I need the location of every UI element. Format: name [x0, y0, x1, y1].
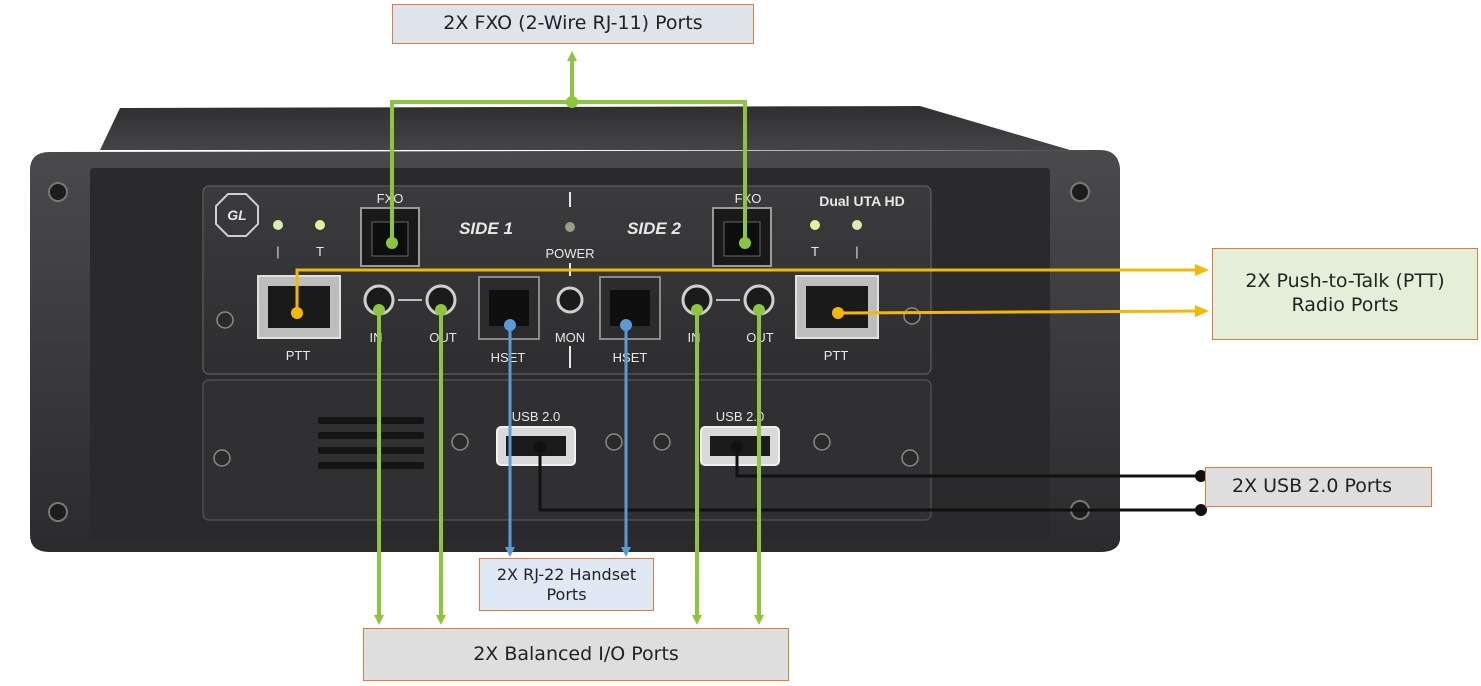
led-label: T	[316, 244, 324, 259]
led-indicator	[273, 220, 283, 230]
hset-label-right: HSET	[613, 350, 648, 365]
screw-icon	[216, 311, 234, 329]
jack-opening	[723, 221, 761, 257]
connection-dot	[435, 304, 447, 316]
ptt-callout-line2: Radio Ports	[1291, 294, 1399, 316]
jack-opening	[806, 286, 868, 328]
fxo-callout-text: 2X FXO (2-Wire RJ-11) Ports	[443, 12, 703, 35]
logo-text: GL	[227, 207, 246, 223]
fxo-line-left	[390, 100, 572, 243]
connection-dot	[753, 304, 765, 316]
side1-label: SIDE 1	[459, 219, 513, 238]
ptt-jack-right	[795, 275, 879, 339]
rj22-dots	[504, 319, 632, 331]
fxo-label-right: FXO	[735, 191, 762, 206]
usb-callout: 2X USB 2.0 Ports	[1205, 467, 1432, 507]
balanced-callout: 2X Balanced I/O Ports	[363, 628, 789, 681]
led-label: T	[811, 244, 819, 259]
connection-dot	[1195, 504, 1207, 516]
screw-icon	[901, 449, 919, 467]
balanced-dots	[373, 304, 765, 316]
screw-icon	[48, 502, 68, 522]
usb-line-left	[538, 447, 1201, 512]
screw-icon	[903, 307, 921, 325]
connection-dot	[1195, 470, 1207, 482]
ptt-dots	[291, 307, 844, 319]
ptt-connector	[295, 264, 1209, 318]
connection-dot	[731, 441, 743, 453]
vent-slot	[318, 417, 424, 424]
status-leds	[273, 220, 862, 232]
screw-icon	[48, 182, 68, 202]
connection-dot	[739, 237, 751, 249]
led-label: |	[276, 244, 279, 259]
connection-dot	[504, 319, 516, 331]
led-label: |	[855, 244, 858, 259]
connection-dot	[691, 304, 703, 316]
ptt-callout-line1: 2X Push-to-Talk (PTT)	[1245, 270, 1445, 293]
rj22-callout-line2: Ports	[546, 584, 587, 604]
mon-label: MON	[555, 330, 585, 345]
fxo-callout: 2X FXO (2-Wire RJ-11) Ports	[392, 4, 754, 44]
gl-logo: GL	[215, 193, 259, 237]
device-body: GL	[30, 106, 1120, 552]
connection-dot	[832, 307, 844, 319]
screw-icon	[451, 433, 469, 451]
power-label: POWER	[545, 246, 594, 261]
vent-slot	[318, 447, 424, 454]
led-indicator	[852, 220, 862, 230]
ptt-line-right	[837, 305, 1209, 318]
screw-icon	[605, 433, 623, 451]
led-indicator	[315, 220, 325, 230]
rj22-callout: 2X RJ-22 Handset Ports	[479, 558, 654, 611]
ptt-callout: 2X Push-to-Talk (PTT) Radio Ports	[1212, 248, 1478, 340]
power-led	[565, 222, 575, 232]
fxo-line-right	[572, 100, 747, 243]
screw-icon	[653, 433, 671, 451]
vent-grille	[318, 417, 424, 469]
side2-label: SIDE 2	[627, 219, 681, 238]
vent-slot	[318, 432, 424, 439]
led-indicator	[810, 220, 820, 230]
vent-slot	[318, 462, 424, 469]
connection-dot	[386, 237, 398, 249]
connection-dot	[566, 96, 578, 108]
logo-badge-icon	[215, 193, 259, 237]
out-label-left: OUT	[429, 330, 457, 345]
jack-opening	[268, 286, 330, 328]
usb-callout-text: 2X USB 2.0 Ports	[1232, 475, 1393, 498]
device-top-lid	[100, 106, 1070, 150]
screw-icon	[813, 433, 831, 451]
connection-dot	[534, 441, 546, 453]
connection-dot	[291, 307, 303, 319]
screw-icon	[1070, 182, 1090, 202]
model-name: Dual UTA HD	[819, 193, 905, 209]
connection-dot	[373, 304, 385, 316]
usb-label-right: USB 2.0	[716, 409, 764, 424]
ptt-label-right: PTT	[824, 348, 849, 363]
fxo-dots	[386, 96, 751, 249]
ptt-label-left: PTT	[286, 348, 311, 363]
jack-opening	[610, 290, 650, 326]
ptt-jack-left	[257, 275, 341, 339]
balanced-callout-text: 2X Balanced I/O Ports	[473, 642, 679, 665]
usb-dots	[534, 441, 1207, 516]
usb-label-left: USB 2.0	[512, 409, 560, 424]
connection-dot	[620, 319, 632, 331]
rj22-callout-line1: 2X RJ-22 Handset	[496, 564, 637, 584]
usb-connector	[538, 447, 1201, 512]
balanced-connector	[374, 310, 764, 625]
audio-jack-icon	[556, 286, 584, 314]
hset-label-left: HSET	[491, 350, 526, 365]
rj22-connector	[505, 325, 631, 557]
screw-icon	[213, 449, 231, 467]
corner-screws	[48, 182, 1090, 522]
fxo-connector	[390, 51, 747, 243]
ptt-line-left	[295, 264, 1209, 313]
usb-line-right	[735, 447, 1201, 478]
panel-screws	[213, 307, 921, 467]
hset-jack-right	[599, 276, 661, 340]
fxo-jack-right	[712, 207, 772, 267]
